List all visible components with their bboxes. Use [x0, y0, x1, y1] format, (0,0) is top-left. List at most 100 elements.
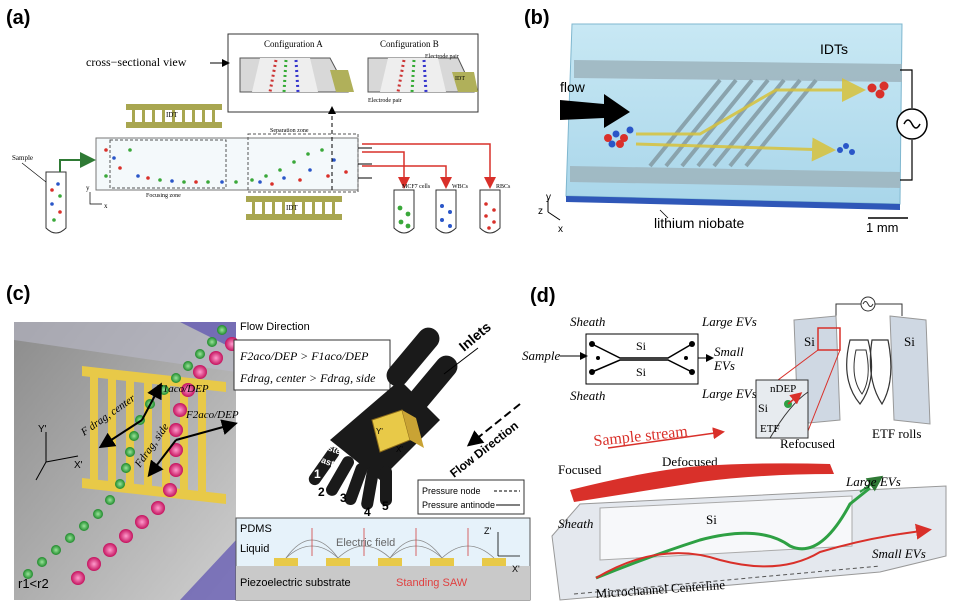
- flow-label: flow: [560, 79, 586, 95]
- mcf7-label: MCF7 cells: [402, 184, 431, 190]
- idt-bottom-label: IDT: [286, 204, 298, 212]
- svg-text:Liquid: Liquid: [240, 543, 269, 555]
- svg-text:Si: Si: [636, 365, 647, 379]
- tube-rbcs: [479, 189, 501, 234]
- svg-text:Pressure antinode: Pressure antinode: [422, 500, 495, 510]
- axes-b: z y x: [538, 192, 563, 235]
- flow-direction-label: Flow Direction: [447, 418, 521, 480]
- svg-text:Pressure node: Pressure node: [422, 486, 481, 496]
- rbcs-label: RBCs: [496, 184, 511, 190]
- r-relation: r1<r2: [18, 576, 49, 591]
- idt-top-label: IDT: [166, 111, 178, 119]
- svg-text:Small: Small: [714, 344, 744, 359]
- scale-bar-label: 1 mm: [866, 220, 899, 235]
- sample-stream-ribbon: [570, 463, 834, 502]
- svg-text:X': X': [512, 564, 520, 574]
- separation-zone: [247, 133, 359, 193]
- svg-text:2: 2: [318, 485, 325, 499]
- config-b-title: Configuration B: [380, 39, 439, 49]
- panel-b-label: (b): [524, 7, 550, 29]
- tube-wbcs: [435, 189, 457, 234]
- svg-text:Piezoelectric substrate: Piezoelectric substrate: [240, 577, 351, 589]
- f-aco1-label: F1aco/DEP: [155, 383, 209, 395]
- svg-text:Sample stream: Sample stream: [593, 423, 689, 450]
- svg-text:Sheath: Sheath: [558, 516, 593, 531]
- idt-bottom: IDT: [246, 196, 342, 220]
- idt-top: IDT: [126, 104, 222, 128]
- pink-particles: [71, 337, 239, 585]
- svg-text:Electric field: Electric field: [336, 537, 395, 549]
- svg-text:Defocused: Defocused: [662, 454, 718, 469]
- svg-text:x: x: [104, 202, 108, 210]
- particles-b: [604, 81, 889, 155]
- svg-text:Si: Si: [904, 334, 915, 349]
- idts-label: IDTs: [820, 41, 848, 57]
- svg-text:Sample: Sample: [522, 348, 561, 363]
- svg-text:Si: Si: [706, 512, 717, 527]
- svg-text:Small EVs: Small EVs: [872, 546, 926, 561]
- panel-c: (c): [6, 283, 531, 601]
- separation-zone-label: Separation zone: [270, 128, 309, 134]
- tube-mcf7: [393, 189, 415, 234]
- cross-section-label: cross−sectional view: [86, 55, 187, 69]
- axes-c: [35, 432, 79, 481]
- svg-text:Large EVs: Large EVs: [845, 474, 901, 489]
- svg-text:Standing SAW: Standing SAW: [396, 577, 468, 589]
- svg-text:y: y: [86, 184, 90, 192]
- svg-text:1: 1: [314, 467, 321, 481]
- pressure-legend: [417, 479, 525, 515]
- force-equations-box: [233, 339, 391, 391]
- svg-text:Y': Y': [38, 424, 47, 435]
- idt-label-side: IDT: [455, 76, 465, 82]
- panel-d: (d) Sheath Sheath Sample Si Si Large EVs…: [522, 285, 947, 601]
- svg-text:Sheath: Sheath: [570, 314, 605, 329]
- electrodes-c: [274, 558, 506, 566]
- electrode-pair-label-top: Electrode pair: [425, 54, 459, 60]
- panel-c-label: (c): [6, 283, 30, 305]
- svg-text:X': X': [396, 445, 403, 454]
- svg-text:y: y: [546, 192, 551, 203]
- green-particles: [23, 325, 227, 579]
- svg-text:EVs: EVs: [713, 358, 735, 373]
- etf-block: Si Si ETF rolls: [793, 296, 931, 441]
- chip-schematic: [585, 333, 699, 385]
- config-a-title: Configuration A: [264, 39, 323, 49]
- svg-text:3: 3: [340, 491, 347, 505]
- microchannel-3d: Large EVs Sheath Si Small EVs Microchann…: [551, 474, 947, 601]
- panel-a: (a) Configuration A Configuration B Elec…: [6, 7, 511, 234]
- sample-label: Sample: [12, 154, 33, 162]
- eq1: F2aco/DEP > F1aco/DEP: [239, 349, 369, 363]
- f-aco2-label: F2aco/DEP: [185, 409, 239, 421]
- etf-inset: nDEP Si ETF: [755, 349, 841, 439]
- svg-text:Large EVs: Large EVs: [701, 386, 757, 401]
- panel-a-label: (a): [6, 7, 30, 29]
- svg-text:x: x: [558, 224, 563, 235]
- idt-bar-bottom: [570, 166, 900, 188]
- electrode-pair-label-bottom: Electrode pair: [368, 98, 402, 104]
- svg-text:Y': Y': [376, 427, 383, 436]
- svg-text:PDMS: PDMS: [240, 523, 272, 535]
- svg-text:Si: Si: [758, 401, 769, 415]
- outlet-lines-a: [358, 143, 496, 189]
- focusing-zone: [109, 139, 227, 189]
- svg-text:X': X': [74, 460, 83, 471]
- inlets-label: Inlets: [456, 318, 494, 354]
- wbcs-label: WBCs: [452, 184, 469, 190]
- svg-text:Focused: Focused: [558, 462, 602, 477]
- sample-tube: [45, 171, 67, 234]
- svg-text:Refocused: Refocused: [780, 436, 835, 451]
- svg-text:ETF rolls: ETF rolls: [872, 426, 921, 441]
- svg-text:Large EVs: Large EVs: [701, 314, 757, 329]
- tilted-electrodes: [648, 78, 818, 168]
- focusing-zone-label: Focusing zone: [146, 193, 181, 199]
- flow-arrow: [560, 94, 630, 128]
- substrate-label-b: lithium niobate: [654, 215, 744, 231]
- panel-b: (b) flow IDTs: [524, 7, 928, 235]
- eq2: Fdrag, center > Fdrag, side: [239, 371, 376, 385]
- svg-text:Sheath: Sheath: [570, 388, 605, 403]
- svg-text:Z': Z': [484, 526, 491, 536]
- svg-text:Si: Si: [804, 334, 815, 349]
- svg-text:Si: Si: [636, 339, 647, 353]
- svg-text:4: 4: [364, 505, 371, 519]
